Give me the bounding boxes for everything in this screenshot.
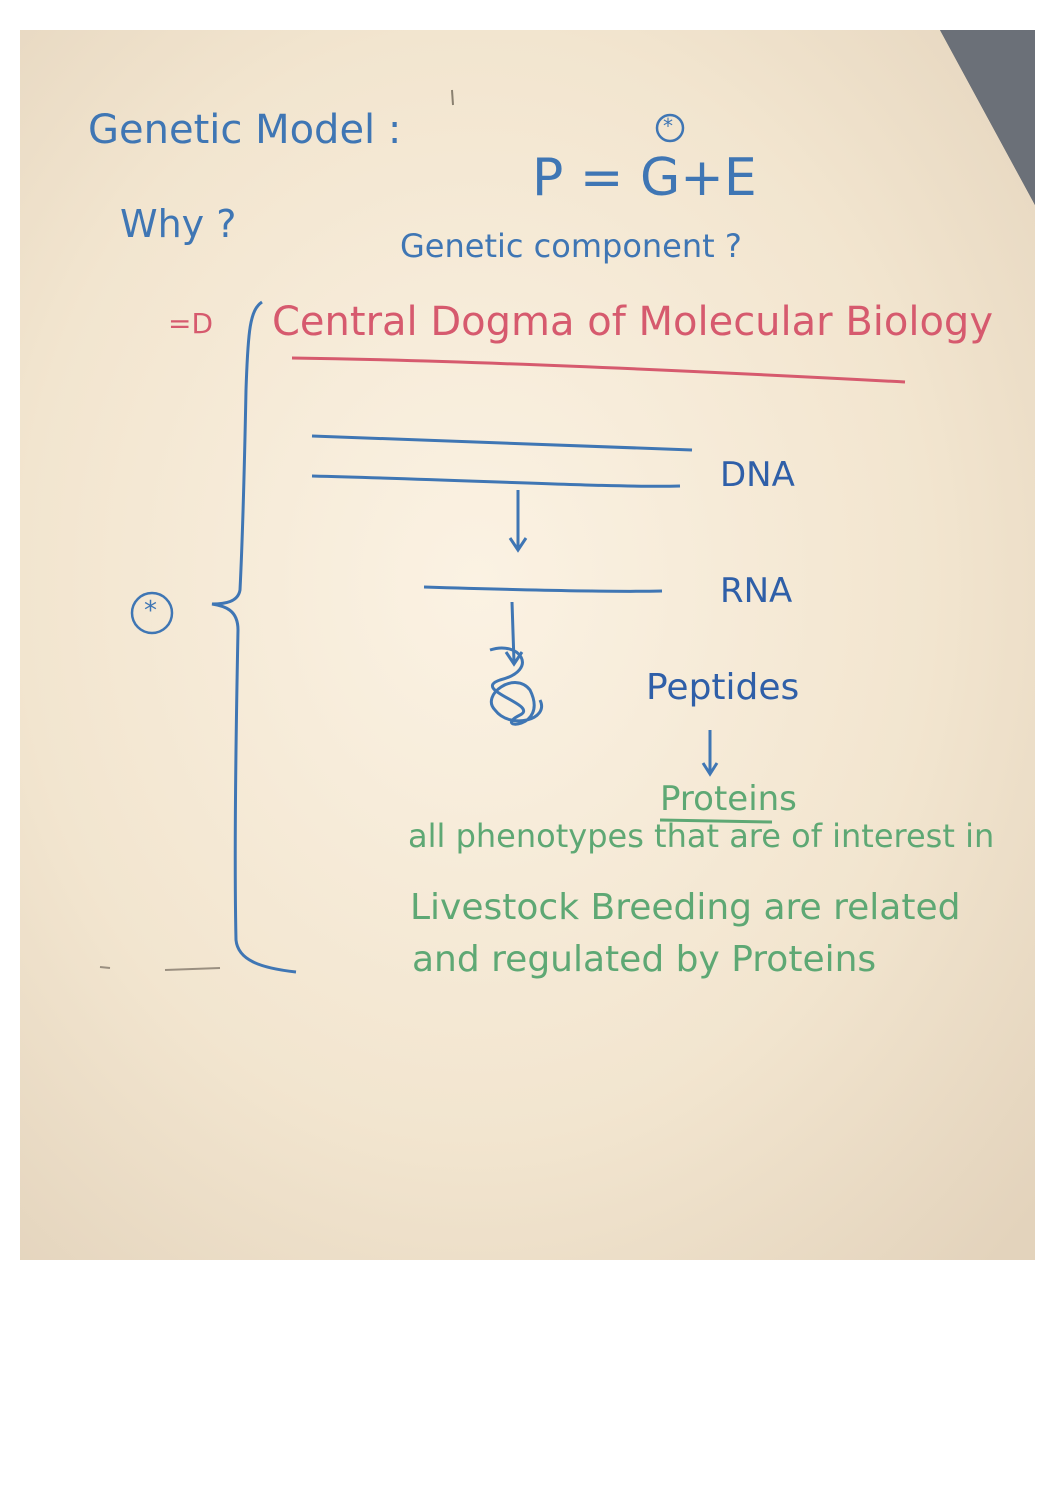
label-dna: DNA [720,455,795,495]
board-question: Genetic component ? [400,227,742,265]
board-title: Genetic Model : [88,107,402,153]
formula-mark-circle [655,113,685,143]
whiteboard-photo: Genetic Model : P = G+E * Why ? Genetic … [20,30,1035,1260]
note-line-1: all phenotypes that are of interest in [408,817,995,855]
board-arrow: =D [168,307,214,340]
dna-strand-top [311,434,693,452]
board-heading: Central Dogma of Molecular Biology [272,299,993,345]
label-rna: RNA [720,571,793,611]
note-line-3: and regulated by Proteins [412,939,877,980]
proteins-underline [659,818,773,824]
board-formula: P = G+E [532,148,757,208]
curly-brace [211,300,297,974]
note-line-2: Livestock Breeding are related [410,887,961,928]
dna-strand-bottom [311,474,681,488]
peptides-to-proteins-arrow [701,730,719,777]
board-tick [451,89,454,106]
whiteboard-drawing [20,30,1035,1260]
formula-mark: * [663,114,673,138]
side-mark-circle [130,591,174,635]
board-surface [20,30,1035,1260]
rna-strand [423,585,663,593]
board-smudge [99,966,221,971]
label-peptides: Peptides [646,667,800,708]
peptide-scribble-icon [489,646,544,726]
label-proteins: Proteins [660,779,797,819]
side-mark: * [144,596,157,626]
dna-to-rna-arrow [508,490,528,553]
board-why: Why ? [120,202,237,246]
heading-underline [291,356,906,384]
